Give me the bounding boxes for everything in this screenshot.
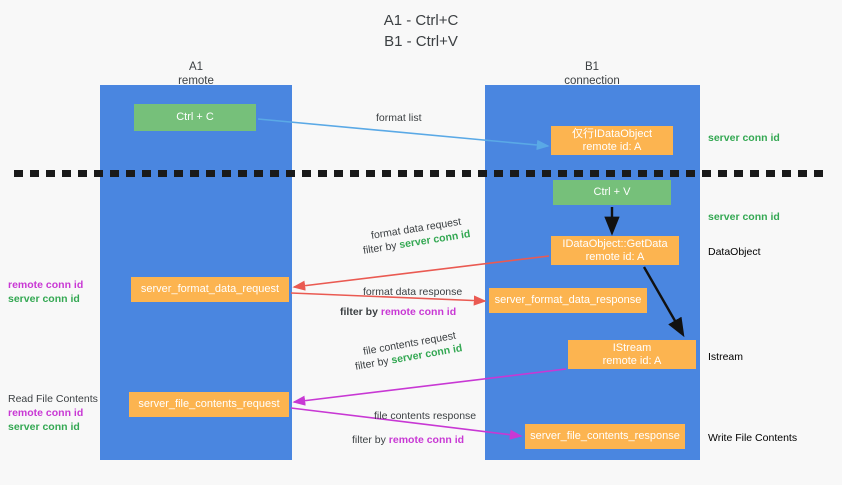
box-server-format-data-request[interactable]: server_format_data_request [131,277,289,302]
box-server-format-data-request-label: server_format_data_request [140,283,280,295]
box-server-format-data-response-label: server_format_data_response [494,294,642,306]
annotation-istream-text: Istream [708,351,744,363]
box-getdata-line-2: remote id: A [585,250,645,263]
box-idataobject-line-2: remote id: A [582,140,642,153]
lane-a1-name: A1 [188,61,204,73]
remote-conn-id-text-1: remote conn id [380,306,457,318]
edge-label-format-data-response-text: format data response [363,286,463,298]
title-line-2: B1 - Ctrl+V [384,33,458,50]
box-istream-line-2: remote id: A [602,354,662,367]
annotation-conn-ids-1: remote conn id server conn id [8,278,83,306]
filter-by-text-2: filter by [340,306,378,318]
box-idataobject[interactable]: 仅行IDataObject remote id: A [551,126,673,155]
page-title: A1 - Ctrl+C B1 - Ctrl+V [0,10,842,52]
annotation-write-file-contents-text: Write File Contents [708,432,798,444]
edge-filter-file-contents-response: filter by remote conn id [352,433,464,448]
lane-header-b1: B1 connection [512,60,672,88]
lane-b1-sub: connection [564,75,620,87]
box-istream[interactable]: IStream remote id: A [568,340,696,369]
box-ctrl-c[interactable]: Ctrl + C [134,104,256,131]
edge-label-file-contents-response-text: file contents response [374,410,477,422]
annotation-read-file-contents: Read File Contents [8,393,98,405]
box-istream-line-1: IStream [612,341,652,354]
box-server-file-contents-request[interactable]: server_file_contents_request [129,392,289,417]
annotation-read-file-contents-group: Read File Contents remote conn id server… [8,392,98,434]
box-server-format-data-response[interactable]: server_format_data_response [489,288,647,313]
title-line-1: A1 - Ctrl+C [383,12,459,29]
remote-conn-id-text-2: remote conn id [388,434,465,446]
annotation-remote-conn-id-1: remote conn id [8,279,84,291]
annotation-istream: Istream [708,350,743,364]
annotation-dataobject: DataObject [708,245,761,259]
lane-b1-name: B1 [584,61,600,73]
filter-by-text-4: filter by [352,434,386,446]
annotation-server-conn-id-4: server conn id [8,421,80,433]
box-server-file-contents-request-label: server_file_contents_request [138,398,280,410]
box-idataobject-getdata[interactable]: IDataObject::GetData remote id: A [551,236,679,265]
annotation-write-file-contents: Write File Contents [708,431,797,445]
filter-by-text-3: filter by [354,355,390,373]
annotation-server-conn-id-1: server conn id [708,131,780,145]
filter-by-text-1: filter by [362,239,398,257]
annotation-server-conn-id-3: server conn id [8,293,80,305]
lane-a1-sub: remote [178,75,214,87]
edge-filter-format-data-response: filter by remote conn id [340,305,456,320]
box-server-file-contents-response-label: server_file_contents_response [530,430,680,442]
annotation-server-conn-id-2-text: server conn id [708,211,780,223]
box-ctrl-c-label: Ctrl + C [176,111,214,123]
edge-label-format-list-text: format list [376,112,422,124]
box-server-file-contents-response[interactable]: server_file_contents_response [525,424,685,449]
edge-label-file-contents-response: file contents response [374,409,476,424]
box-getdata-line-1: IDataObject::GetData [562,237,668,250]
phase-divider [14,170,829,177]
lane-header-a1: A1 remote [116,60,276,88]
annotation-server-conn-id-1-text: server conn id [708,132,780,144]
box-ctrl-v-label: Ctrl + V [593,186,631,198]
annotation-server-conn-id-2: server conn id [708,210,780,224]
edge-label-format-data-response: format data response [363,285,462,300]
box-ctrl-v[interactable]: Ctrl + V [553,180,671,205]
annotation-remote-conn-id-2: remote conn id [8,407,84,419]
edge-label-format-list: format list [376,111,422,126]
box-idataobject-line-1: 仅行IDataObject [571,127,653,140]
annotation-dataobject-text: DataObject [708,246,761,258]
